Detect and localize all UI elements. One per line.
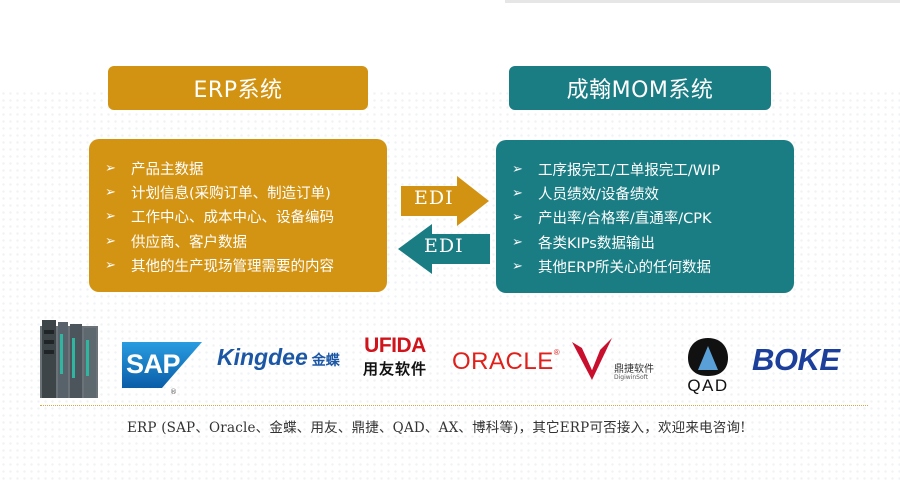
ufida-logo-cn: 用友软件 <box>362 360 427 378</box>
qad-logo-text: QAD <box>687 376 729 395</box>
mom-item-label: 其他ERP所关心的任何数据 <box>538 259 711 276</box>
erp-vendor-logos: SAP ® Kingdee 金蝶 UFIDA 用友软件 ORACLE® 鼎捷软件… <box>0 310 900 405</box>
erp-item: ➢ 工作中心、成本中心、设备编码 <box>105 205 387 229</box>
qad-mark-icon <box>688 338 728 376</box>
erp-system-title: ERP系统 <box>108 66 368 110</box>
qad-logo: QAD <box>678 336 738 396</box>
oracle-logo: ORACLE® <box>452 348 560 376</box>
bullet-icon: ➢ <box>105 209 116 225</box>
ufida-logo: UFIDA 用友软件 <box>360 334 430 384</box>
sap-logo: SAP ® <box>122 342 202 396</box>
oracle-logo-text: ORACLE <box>452 348 554 375</box>
erp-item-label: 其他的生产现场管理需要的内容 <box>131 258 334 275</box>
erp-item: ➢ 产品主数据 <box>105 156 387 180</box>
edi-to-erp-label: EDI <box>424 235 464 257</box>
erp-data-panel: ➢产品主数据 ➢计划信息(采购订单、制造订单) ➢工作中心、成本中心、设备编码 … <box>89 139 387 292</box>
mom-item: ➢ 工序报完工/工单报完工/WIP <box>512 157 794 181</box>
erp-item-label: 工作中心、成本中心、设备编码 <box>131 210 334 227</box>
bullet-icon: ➢ <box>512 185 523 201</box>
right-arrow-icon <box>401 176 489 226</box>
bullet-icon: ➢ <box>105 160 116 176</box>
kingdee-logo-en: Kingdee <box>217 344 308 370</box>
digiwin-mark-icon <box>572 338 612 380</box>
boke-logo: BOKE <box>752 342 840 377</box>
plc-hardware-icon <box>40 320 98 398</box>
erp-item: ➢ 供应商、客户数据 <box>105 229 387 253</box>
digiwin-logo: 鼎捷软件 DigiwinSoft <box>570 336 666 392</box>
digiwin-logo-cn: 鼎捷软件 <box>614 364 654 375</box>
kingdee-logo: Kingdee 金蝶 <box>217 344 340 371</box>
mom-item-label: 产出率/合格率/直通率/CPK <box>538 211 712 228</box>
divider-line <box>40 405 868 406</box>
bullet-icon: ➢ <box>512 258 523 274</box>
mom-item-label: 人员绩效/设备绩效 <box>538 186 659 203</box>
sap-registered-mark: ® <box>170 388 177 396</box>
mom-item: ➢ 产出率/合格率/直通率/CPK <box>512 206 794 230</box>
bullet-icon: ➢ <box>105 233 116 249</box>
top-bar <box>505 0 900 3</box>
erp-item-label: 供应商、客户数据 <box>131 234 247 251</box>
bullet-icon: ➢ <box>105 184 116 200</box>
erp-item: ➢ 计划信息(采购订单、制造订单) <box>105 180 387 204</box>
mom-item: ➢ 其他ERP所关心的任何数据 <box>512 254 794 278</box>
mom-system-title: 成翰MOM系统 <box>509 66 771 110</box>
oracle-registered-mark: ® <box>553 348 561 357</box>
mom-item: ➢ 人员绩效/设备绩效 <box>512 181 794 205</box>
bullet-icon: ➢ <box>105 257 116 273</box>
erp-support-note: ERP (SAP、Oracle、金蝶、用友、鼎捷、QAD、AX、博科等)，其它E… <box>127 420 746 436</box>
mom-item: ➢ 各类KIPs数据输出 <box>512 230 794 254</box>
ufida-logo-en: UFIDA <box>364 334 426 357</box>
sap-logo-text: SAP <box>126 349 181 379</box>
mom-data-panel: ➢ 工序报完工/工单报完工/WIP ➢ 人员绩效/设备绩效 ➢ 产出率/合格率/直通率… <box>496 140 794 293</box>
kingdee-logo-cn: 金蝶 <box>311 352 340 368</box>
edi-to-mom-label: EDI <box>414 187 454 209</box>
sap-logo-shape-icon <box>122 342 202 388</box>
digiwin-logo-en: DigiwinSoft <box>614 374 648 381</box>
left-arrow-icon <box>398 224 490 274</box>
mom-item-label: 工序报完工/工单报完工/WIP <box>538 162 721 179</box>
erp-item-label: 产品主数据 <box>131 161 204 178</box>
erp-item: ➢ 其他的生产现场管理需要的内容 <box>105 253 387 277</box>
mom-item-label: 各类KIPs数据输出 <box>538 235 655 252</box>
erp-item-label: 计划信息(采购订单、制造订单) <box>131 185 331 202</box>
bullet-icon: ➢ <box>512 234 523 250</box>
bullet-icon: ➢ <box>512 161 523 177</box>
bullet-icon: ➢ <box>512 210 523 226</box>
